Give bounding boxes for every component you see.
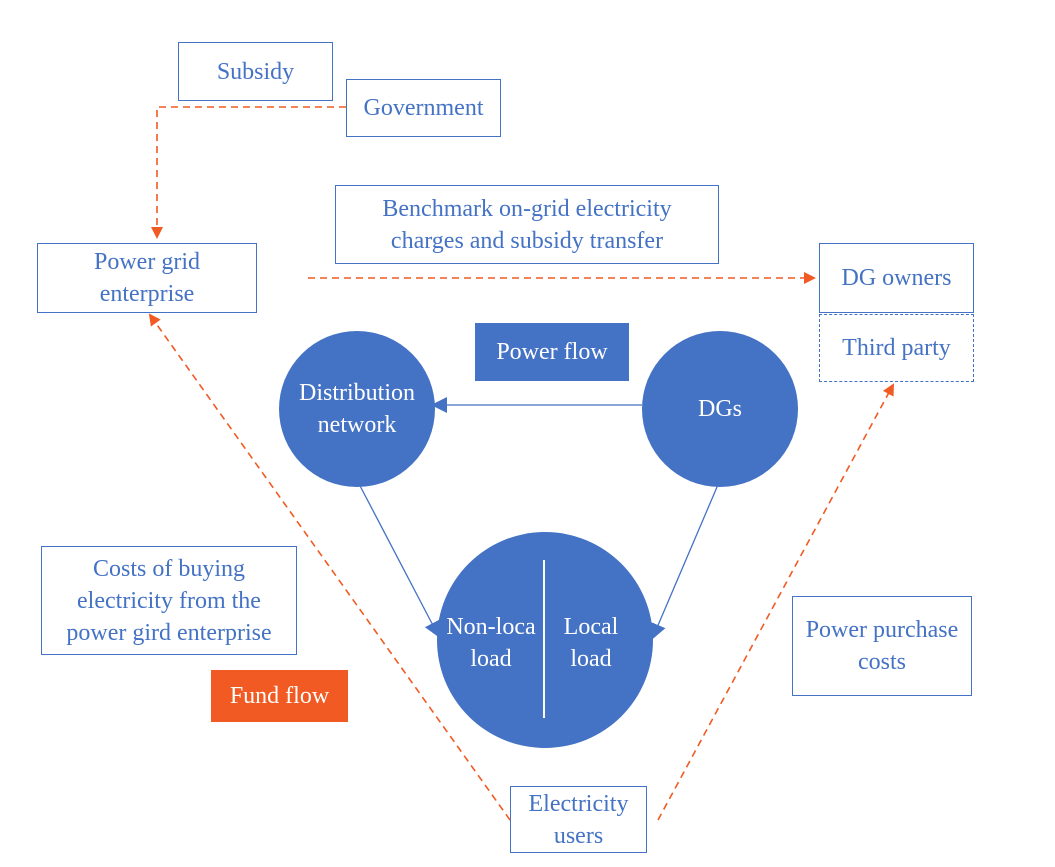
power-purchase-costs-label: Power purchase costs	[805, 617, 959, 675]
power-arrow-dgs-to-local-load	[650, 479, 721, 640]
power-grid-label: Power grid enterprise	[94, 249, 200, 307]
dgs-label: DGs	[697, 396, 742, 422]
load-divider	[543, 560, 545, 718]
electricity-users-box: Electricity users	[510, 786, 647, 853]
distribution-network-label: Distribution network	[298, 380, 415, 438]
government-label: Government	[363, 95, 484, 121]
third-party-box: Third party	[819, 314, 974, 382]
costs-buying-box: Costs of buying electricity from the pow…	[41, 546, 297, 655]
power-arrow-distribution-to-non-local-load	[356, 479, 440, 638]
benchmark-label: Benchmark on-grid electricity charges an…	[382, 195, 672, 254]
government-box: Government	[346, 79, 501, 137]
power-grid-box: Power grid enterprise	[37, 243, 257, 313]
fund-flow-label: Fund flow	[229, 682, 330, 709]
fund-arrow-government-to-grid	[151, 106, 346, 239]
dgs-node: DGs	[642, 331, 798, 487]
local-load-label: Local load	[563, 614, 619, 672]
dg-owners-label: DG owners	[841, 265, 952, 291]
costs-buying-label: Costs of buying electricity from the pow…	[66, 555, 272, 646]
benchmark-box: Benchmark on-grid electricity charges an…	[335, 185, 719, 264]
fund-flow-legend: Fund flow	[211, 670, 348, 722]
load-node	[437, 532, 653, 748]
non-local-load-label: Non-loca load	[446, 614, 536, 672]
dg-owners-box: DG owners	[819, 243, 974, 313]
electricity-users-label: Electricity users	[528, 790, 629, 849]
subsidy-box: Subsidy	[178, 42, 333, 101]
power-flow-legend: Power flow	[475, 323, 629, 381]
fund-arrow-users-to-grid	[148, 313, 511, 821]
fund-arrow-users-to-third-party	[657, 383, 894, 821]
power-purchase-costs-box: Power purchase costs	[792, 596, 972, 696]
subsidy-label: Subsidy	[216, 58, 295, 85]
distribution-network-node: Distribution network	[279, 331, 435, 487]
third-party-label: Third party	[842, 335, 951, 361]
power-flow-label: Power flow	[496, 338, 608, 365]
